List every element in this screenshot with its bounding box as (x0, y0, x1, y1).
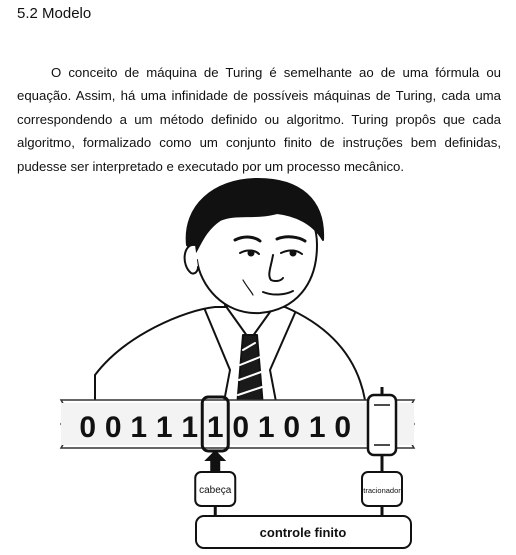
tape-symbol: 0 (334, 411, 351, 444)
finite-control-label: controle finito (260, 525, 347, 540)
turing-portrait-illustration (94, 177, 374, 411)
tape-symbol: 0 (105, 411, 122, 444)
head-box: cabeça (194, 471, 237, 520)
body-paragraph-text: O conceito de máquina de Turing é semelh… (17, 65, 501, 174)
tape-symbol: 1 (156, 411, 173, 444)
tractor-roller (366, 387, 398, 471)
head-arrow-icon (204, 450, 227, 471)
tape-symbol: 0 (283, 411, 300, 444)
tape-symbol: 1 (258, 411, 275, 444)
motor-box: tracionador (361, 471, 403, 520)
tape-symbol: 0 (232, 411, 249, 444)
tape-symbol: 1 (207, 411, 224, 444)
motor-label: tracionador (363, 486, 401, 495)
tape-symbol: 1 (309, 411, 326, 444)
tape-symbol: 1 (130, 411, 147, 444)
finite-control-box: controle finito (195, 515, 412, 549)
tape-symbol: 1 (181, 411, 198, 444)
tape-symbol: 0 (79, 411, 96, 444)
head-label: cabeça (199, 485, 232, 496)
body-paragraph: O conceito de máquina de Turing é semelh… (17, 61, 501, 178)
section-heading: 5.2 Modelo (17, 5, 92, 22)
